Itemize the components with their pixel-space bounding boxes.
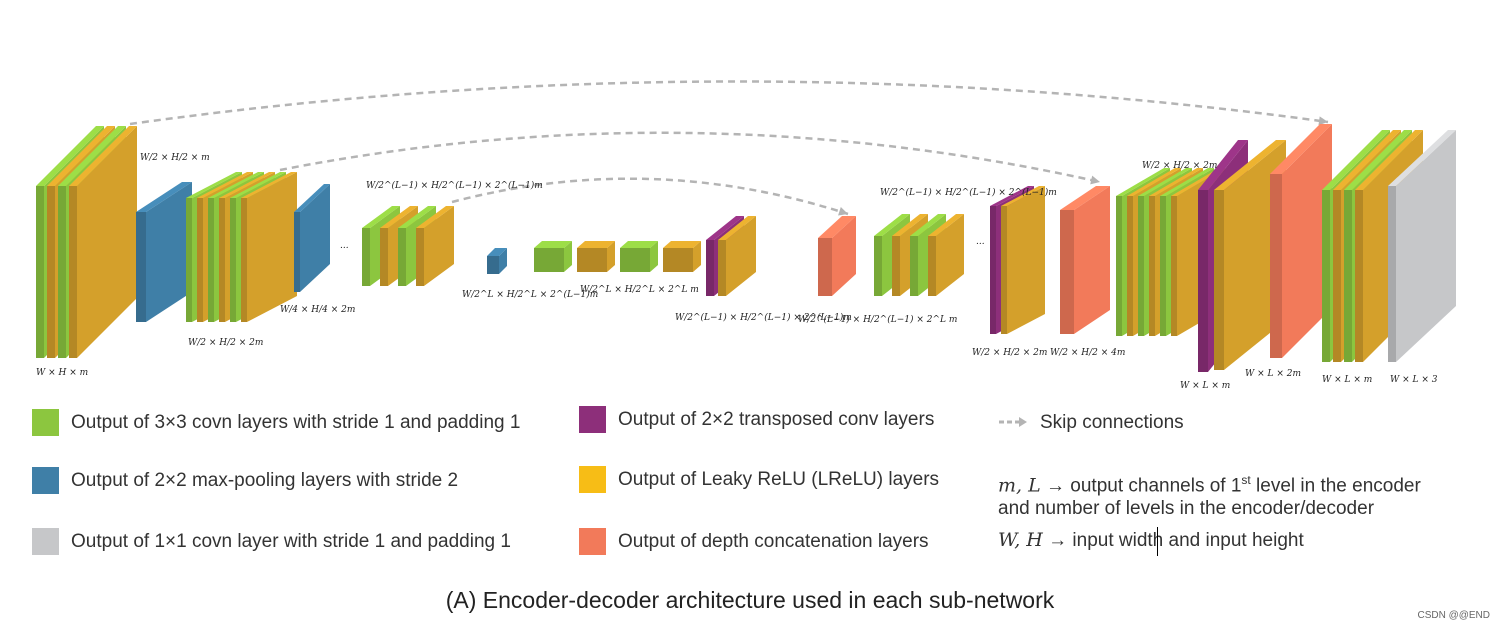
skip-arrow [279,131,1101,184]
dim-label-6: W/2^L × H/2^L × 2^(L−1)m [462,289,598,300]
skip-arrow [129,80,1329,126]
skip-arrowhead [1318,116,1328,126]
dim-label-4: W/4 × H/4 × 2m [280,305,355,315]
legend-swatch-conv [32,409,59,436]
dim-label-9: W/2^(L−1) × H/2^(L−1) × 2^L m [798,314,957,325]
layer-block [1060,186,1110,334]
legend-item-wh: W, H → input width and input height [998,527,1304,552]
layer-block [620,241,658,272]
dim-label-8: W/2^(L−1) × H/2^(L−1) × 2^(L−1)m [675,312,852,323]
ellipsis-encoder: ... [340,241,349,251]
dim-label-10: W/2^(L−1) × H/2^(L−1) × 2^(L−1)m [880,187,1057,198]
ellipsis-decoder: ... [976,237,985,247]
legend-swatch-conv1x1 [32,528,59,555]
legend-ml-text-a: → output channels of 1 [1046,475,1242,497]
layer-block [69,126,137,358]
layer-block [663,241,701,272]
legend-item-ml: m, L → output channels of 1st level in t… [998,467,1421,520]
legend-label-pool: Output of 2×2 max-pooling layers with st… [71,470,459,491]
legend-item-conv1x1: Output of 1×1 covn layer with stride 1 a… [32,528,511,555]
legend-label-conv: Output of 3×3 covn layers with stride 1 … [71,412,521,433]
legend-wh-symbol: W, H [998,529,1043,551]
dim-label-7: W/2^L × H/2^L × 2^L m [580,285,699,295]
legend-ml-line-1: m, L → output channels of 1st level in t… [998,467,1421,497]
legend-ml-sup: st [1241,473,1251,487]
legend-ml-text-b: level in the encoder [1250,475,1421,497]
legend-item-concat: Output of depth concatenation layers [579,528,929,555]
layer-block [1001,186,1045,334]
layer-block [416,206,454,286]
legend-swatch-lrelu [579,466,606,493]
dim-label-15: W × L × 2m [1245,369,1301,379]
legend-item-pool: Output of 2×2 max-pooling layers with st… [32,467,458,494]
legend-label-transposed: Output of 2×2 transposed conv layers [618,409,935,430]
legend-item-skip: Skip connections [998,409,1184,436]
dim-label-13: W/2 × H/2 × 2m [1142,161,1217,171]
text-cursor [1157,527,1158,556]
legend-swatch-pool [32,467,59,494]
layer-blocks [36,124,1456,372]
dimension-labels: W × H × m W/2 × H/2 × m W/2 × H/2 × 2m W… [36,153,1438,391]
legend-label-conv1x1: Output of 1×1 covn layer with stride 1 a… [71,531,511,552]
watermark: CSDN @@END [1417,610,1490,621]
layer-block [534,241,572,272]
dim-label-3: W/2 × H/2 × 2m [188,338,263,348]
skip-arrow [451,177,849,216]
skip-arrowhead [1090,175,1100,185]
skip-arrowhead [838,206,848,216]
dim-label-2: W/2 × H/2 × m [140,153,210,163]
dashed-arrow-icon [999,417,1027,427]
layer-block [487,248,507,274]
layer-block [818,216,856,296]
legend-label-skip: Skip connections [1040,412,1184,433]
dim-label-16: W × L × m [1322,375,1372,385]
figure-caption: (A) Encoder-decoder architecture used in… [445,587,1055,613]
dim-label-12: W/2 × H/2 × 4m [1050,348,1125,358]
legend-ml-symbol: m, L [998,474,1041,497]
legend-item-conv: Output of 3×3 covn layers with stride 1 … [32,409,520,436]
legend-wh-text: → input width and input height [1048,530,1304,551]
legend-item-lrelu: Output of Leaky ReLU (LReLU) layers [579,466,939,493]
layer-block [136,182,192,322]
layer-block [718,216,756,296]
legend-label-lrelu: Output of Leaky ReLU (LReLU) layers [618,469,940,490]
layer-block [294,184,330,292]
legend-swatch-concat [579,528,606,555]
layer-block [577,241,615,272]
architecture-diagram: W × H × m W/2 × H/2 × m W/2 × H/2 × 2m W… [36,80,1456,391]
skip-connections [129,80,1329,216]
legend-item-transposed: Output of 2×2 transposed conv layers [579,406,934,433]
dim-label-17: W × L × 3 [1390,375,1438,385]
dim-label-11: W/2 × H/2 × 2m [972,348,1047,358]
legend-label-concat: Output of depth concatenation layers [618,531,929,552]
layer-block [1388,130,1456,362]
legend-ml-line-2: and number of levels in the encoder/deco… [998,498,1375,520]
legend-swatch-transposed [579,406,606,433]
layer-block [241,172,297,322]
layer-block [928,214,964,296]
layer-block [1270,124,1332,358]
dim-label-14: W × L × m [1180,381,1230,391]
legend-wh-line: W, H → input width and input height [998,527,1304,552]
dim-label-1: W × H × m [36,368,88,378]
dim-label-5: W/2^(L−1) × H/2^(L−1) × 2^(L−1)m [366,180,543,191]
